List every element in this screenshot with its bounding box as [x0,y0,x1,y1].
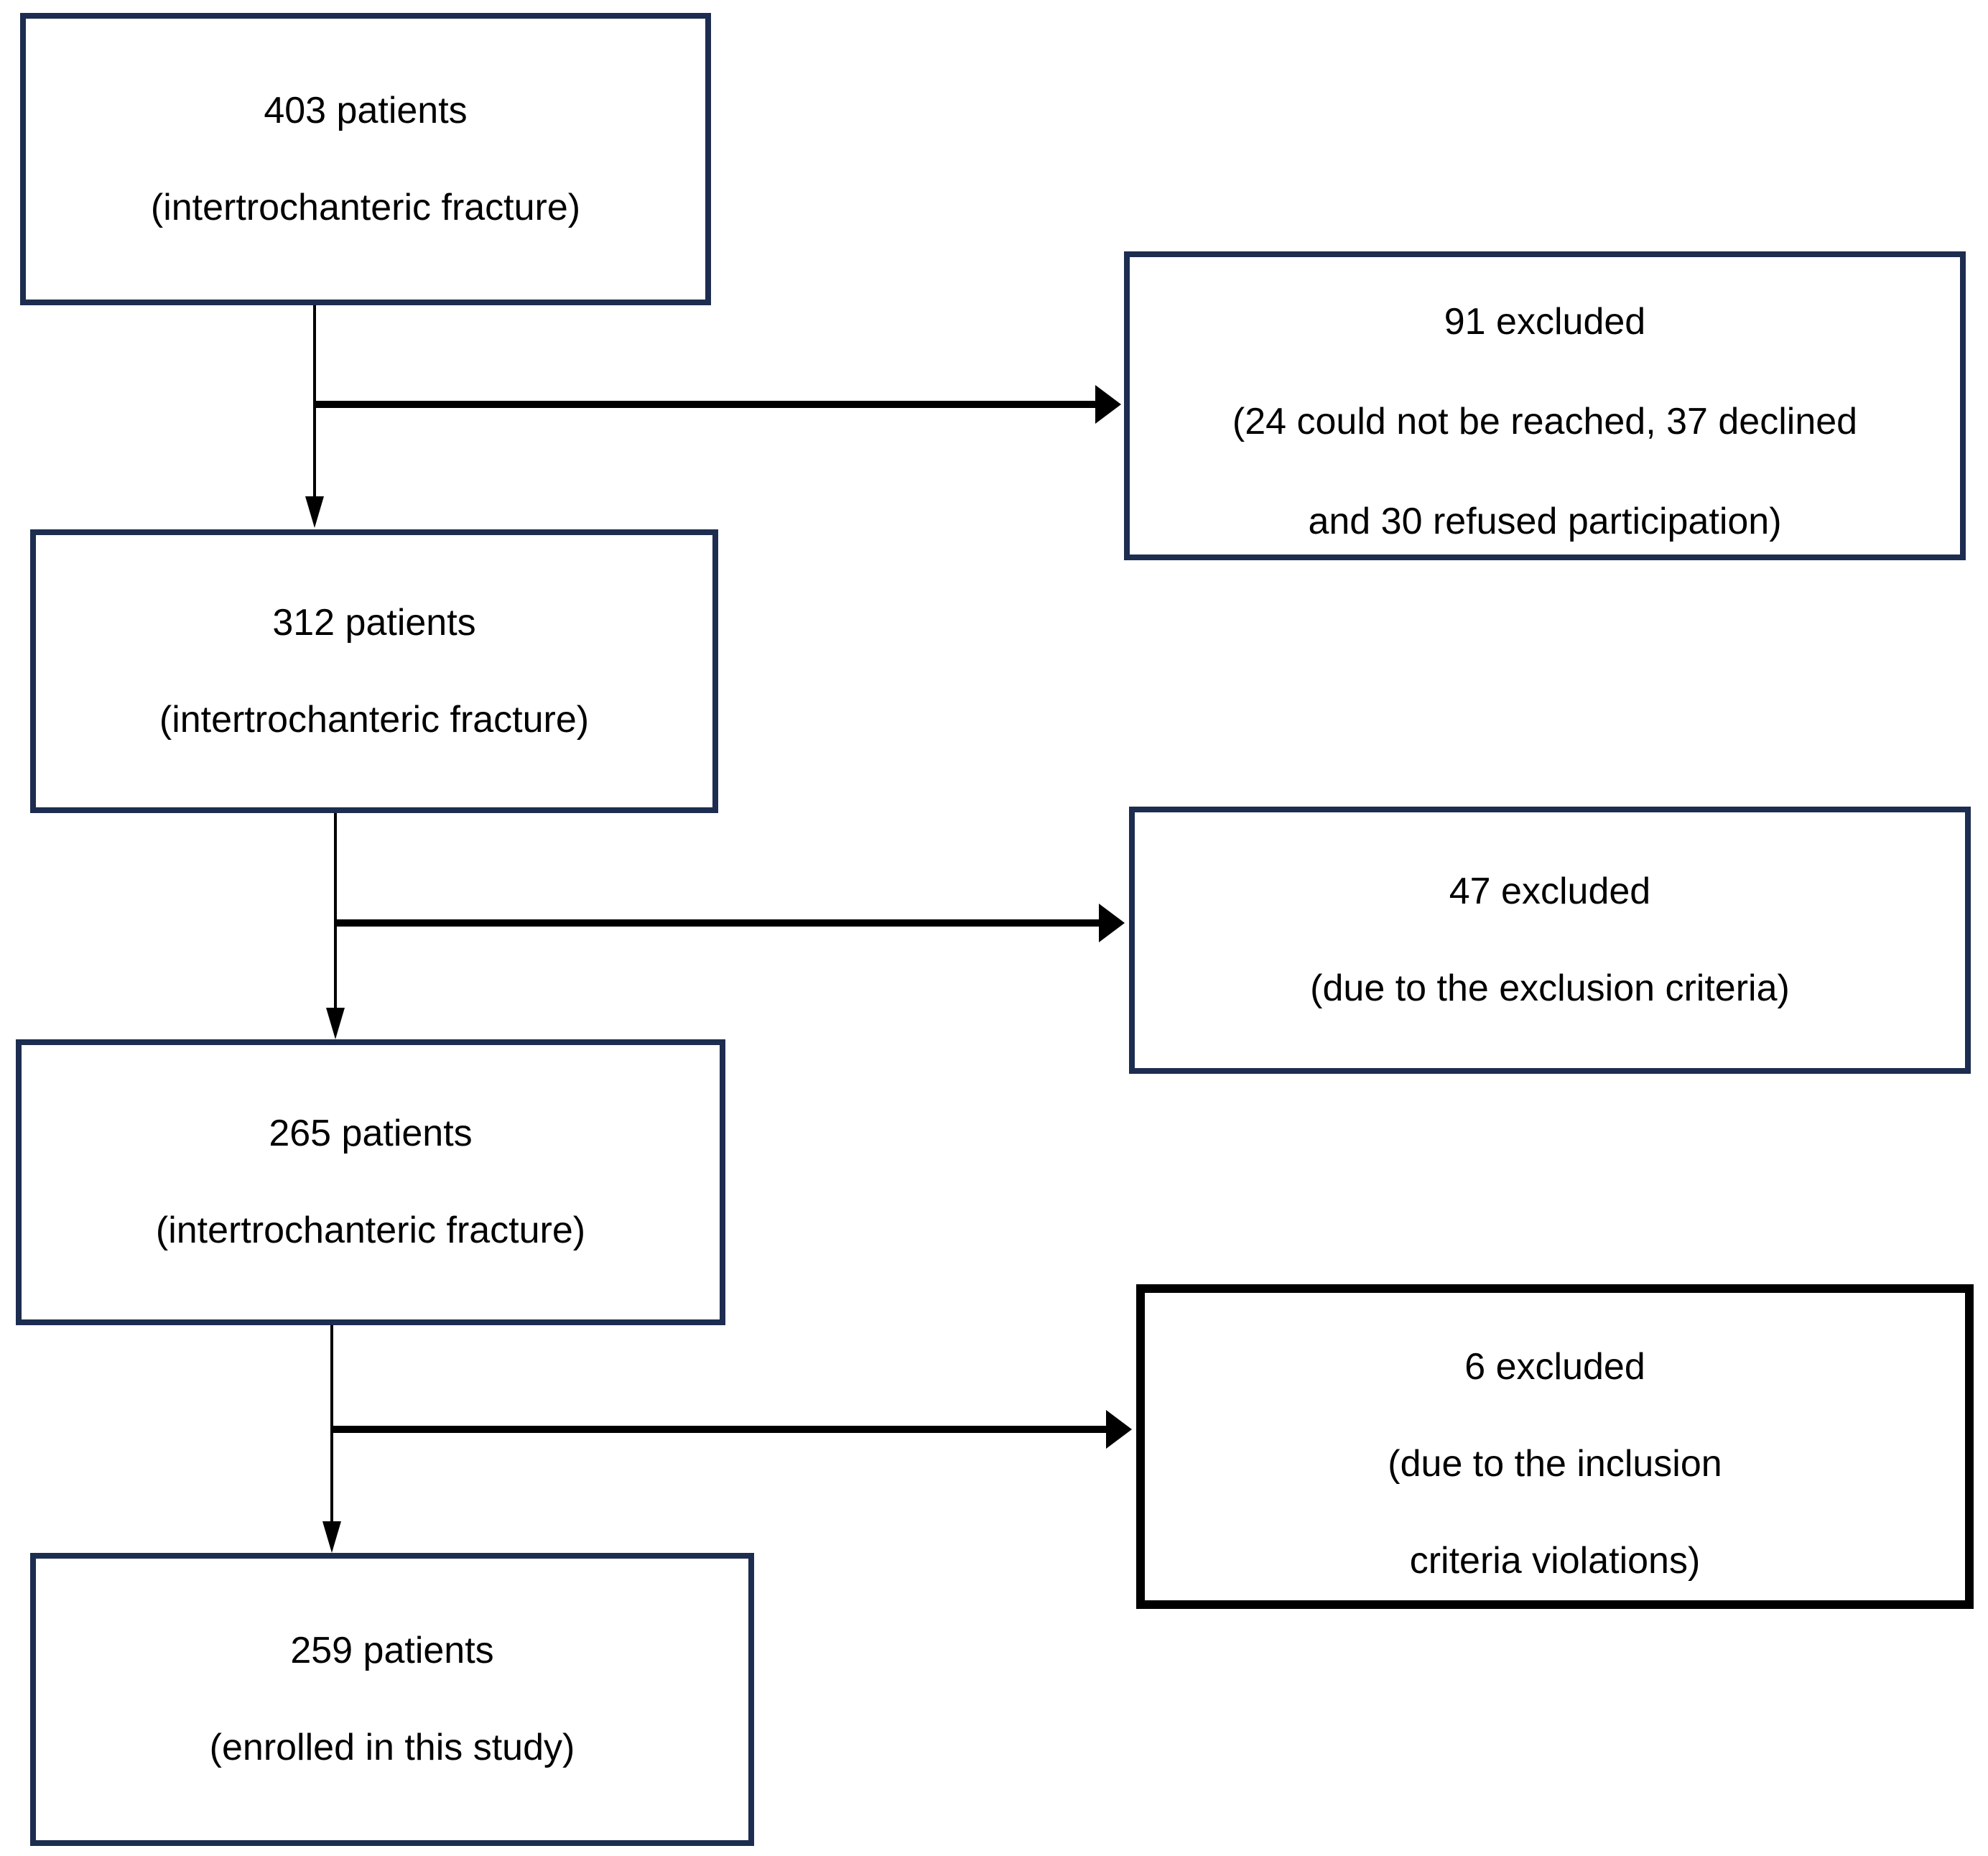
flow-box-count-line: 259 patients [290,1630,494,1671]
flow-box-403-patients: 403 patients (intertrochanteric fracture… [20,13,711,305]
down-arrow-shaft-2 [334,813,337,1009]
down-arrow-head-icon [305,496,324,528]
down-arrow-head-icon [326,1008,345,1039]
right-arrow-shaft-2 [335,919,1100,927]
right-arrow-shaft-3 [332,1426,1107,1433]
flow-box-detail-line: (enrolled in this study) [209,1727,575,1768]
exclusion-box-47: 47 excluded (due to the exclusion criter… [1129,807,1971,1074]
exclusion-count-line: 91 excluded [1444,300,1646,343]
exclusion-box-6: 6 excluded (due to the inclusion criteri… [1136,1284,1974,1609]
flow-box-count-line: 403 patients [264,89,468,131]
right-arrow-head-icon [1106,1410,1132,1449]
right-arrow-head-icon [1095,385,1121,424]
flow-box-count-line: 312 patients [272,601,476,644]
right-arrow-head-icon [1099,904,1125,942]
exclusion-box-91: 91 excluded (24 could not be reached, 37… [1124,251,1966,560]
exclusion-count-line: 47 excluded [1449,871,1651,912]
flow-box-259-patients: 259 patients (enrolled in this study) [30,1553,754,1846]
exclusion-detail-line: and 30 refused participation) [1308,500,1782,542]
exclusion-detail-line: (24 could not be reached, 37 declined [1232,400,1858,442]
flow-box-detail-line: (intertrochanteric fracture) [155,1210,586,1251]
flow-box-detail-line: (intertrochanteric fracture) [150,186,581,228]
exclusion-detail-line: (due to the exclusion criteria) [1310,968,1790,1009]
right-arrow-shaft-1 [315,401,1097,408]
flow-box-count-line: 265 patients [269,1113,473,1154]
flow-box-312-patients: 312 patients (intertrochanteric fracture… [30,529,718,813]
exclusion-detail-line: (due to the inclusion [1388,1442,1722,1485]
exclusion-detail-line: criteria violations) [1409,1539,1701,1582]
flow-box-265-patients: 265 patients (intertrochanteric fracture… [16,1039,725,1325]
exclusion-count-line: 6 excluded [1464,1345,1645,1388]
down-arrow-shaft-3 [330,1325,333,1523]
down-arrow-head-icon [322,1521,341,1553]
flow-box-detail-line: (intertrochanteric fracture) [159,698,590,741]
